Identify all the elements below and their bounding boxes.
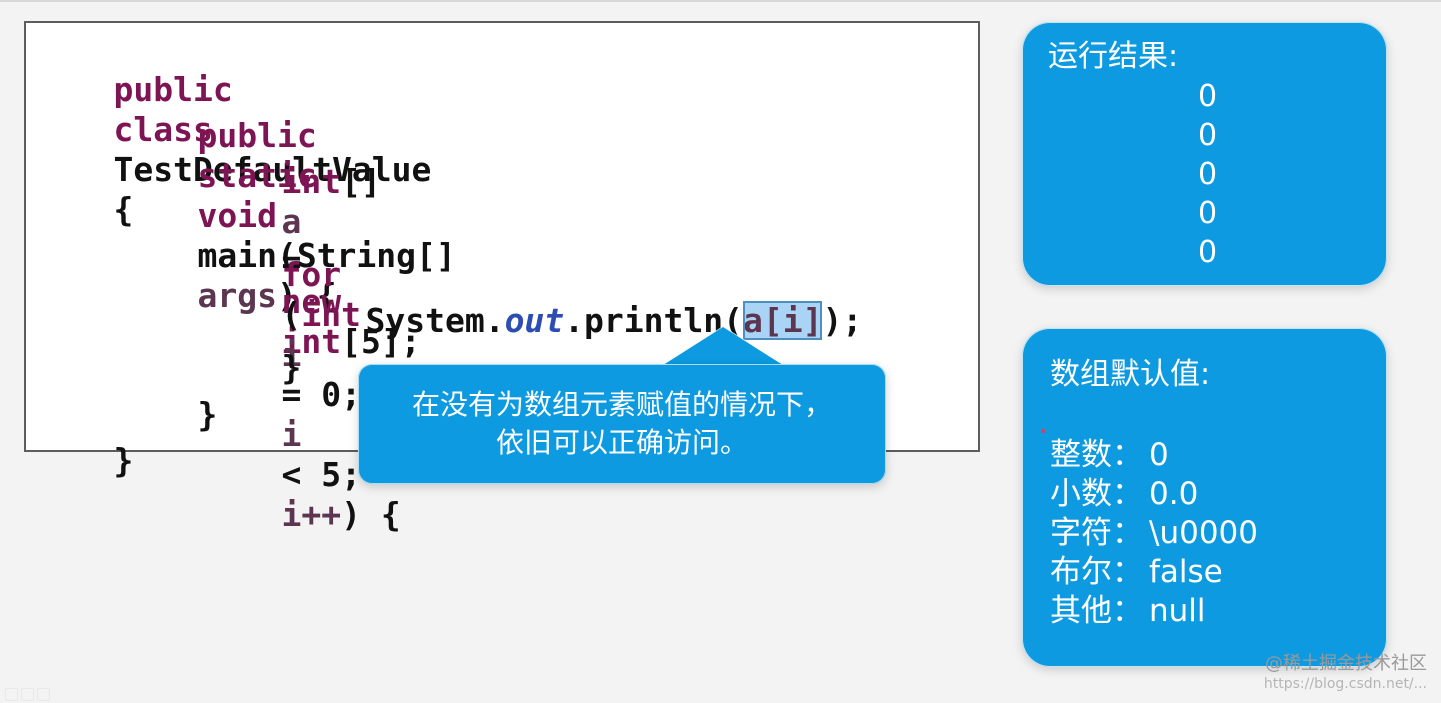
default-label: 整数 [1050,437,1112,473]
code-line-8: } [118,355,217,475]
code-line-3: int[] a = new int[5]; [202,122,421,402]
keyword-class: class [113,110,213,149]
top-divider [0,0,1441,2]
keyword-static: static [197,156,317,195]
keyword-void: void [197,196,277,235]
keyword-for: for [281,255,342,294]
callout-line-1: 在没有为数组元素赋值的情况下， [411,388,832,421]
class-name: TestDefaultValue [113,150,432,189]
loop-var-i-2: i [281,415,302,454]
default-label: 小数 [1050,476,1112,512]
default-separator: ： [1112,476,1143,512]
faint-control-icon [5,688,18,701]
run-result-item: 0 [1198,157,1218,192]
default-label: 布尔 [1050,554,1112,590]
closing-brace-method: } [197,395,218,434]
for-open-paren: ( [281,295,302,334]
closing-brace-class: } [113,441,134,480]
default-row-decimal: 小数：0.0 [1050,475,1359,514]
keyword-int: int [281,162,342,201]
keyword-new: new [281,282,342,321]
run-result-item: 0 [1198,118,1218,153]
run-result-item: 0 [1198,235,1218,270]
loop-condition: < 5; [281,455,361,494]
code-line-2: public static void main(String[] args) { [118,76,456,356]
callout-line-2: 依旧可以正确访问。 [495,426,748,459]
array-brackets: [] [341,162,381,201]
watermark-line-1: @稀土掘金技术社区 [1265,653,1427,674]
default-row-boolean: 布尔：false [1050,553,1359,592]
default-row-char: 字符：\u0000 [1050,514,1359,553]
system-out: out [504,301,565,340]
default-separator: ： [1112,437,1143,473]
code-line-5: for (int i = 0; i < 5; i++) { [202,215,401,575]
loop-init: = 0; [281,375,361,414]
keyword-int-loop: int [301,295,361,334]
default-value: 0 [1149,437,1169,473]
code-line-9: } [34,401,133,521]
callout-pointer [660,327,786,367]
default-value: false [1149,554,1223,590]
faint-control-icon [37,688,50,701]
loop-increment: i++ [281,495,342,534]
array-size: [5]; [341,322,421,361]
default-separator: ： [1112,554,1143,590]
run-result-item: 0 [1198,196,1218,231]
watermark-line-2: https://blog.csdn.net/... [1263,676,1427,692]
default-value: 0.0 [1149,476,1199,512]
default-values-list: 整数：0 小数：0.0 字符：\u0000 布尔：false 其他：null [1050,436,1359,631]
run-result-title: 运行结果: [1048,39,1179,74]
default-value: null [1149,593,1206,629]
loop-var-i-1: i [281,335,302,374]
run-result-list: 0 0 0 0 0 [1048,77,1361,272]
code-line-7: } [202,308,301,428]
default-separator: ： [1112,515,1143,551]
default-value: \u0000 [1149,515,1258,551]
keyword-public: public [113,70,233,109]
code-line-1: public class TestDefaultValue { [34,30,431,270]
default-values-title: 数组默认值: [1050,357,1211,392]
corner-controls [5,688,50,701]
default-label: 字符 [1050,515,1112,551]
watermark: @稀土掘金技术社区 https://blog.csdn.net/... [1264,653,1427,695]
system-prefix: System. [365,301,505,340]
println-end: ); [822,301,863,340]
default-values-card: 数组默认值: 整数：0 小数：0.0 字符：\u0000 布尔：false 其他… [1022,328,1387,667]
variable-a: a [281,202,302,241]
run-result-card: 运行结果: 0 0 0 0 0 [1022,22,1387,286]
default-separator: ： [1112,593,1143,629]
default-row-integer: 整数：0 [1050,436,1359,475]
for-open-brace: ) { [341,495,401,534]
closing-brace-loop: } [281,348,302,387]
default-row-other: 其他：null [1050,592,1359,631]
assignment-operator: = [281,242,302,281]
method-args: args [197,276,277,315]
open-brace: { [113,190,134,229]
explanation-callout: 在没有为数组元素赋值的情况下， 依旧可以正确访问。 [358,364,886,484]
run-result-item: 0 [1198,79,1218,114]
method-signature: main(String[] [197,236,456,275]
default-label: 其他 [1050,593,1112,629]
faint-control-icon [21,688,34,701]
keyword-public-2: public [197,116,317,155]
keyword-int-2: int [281,322,342,361]
red-dot-marker [1041,429,1045,433]
method-open-brace: ) { [276,276,337,315]
